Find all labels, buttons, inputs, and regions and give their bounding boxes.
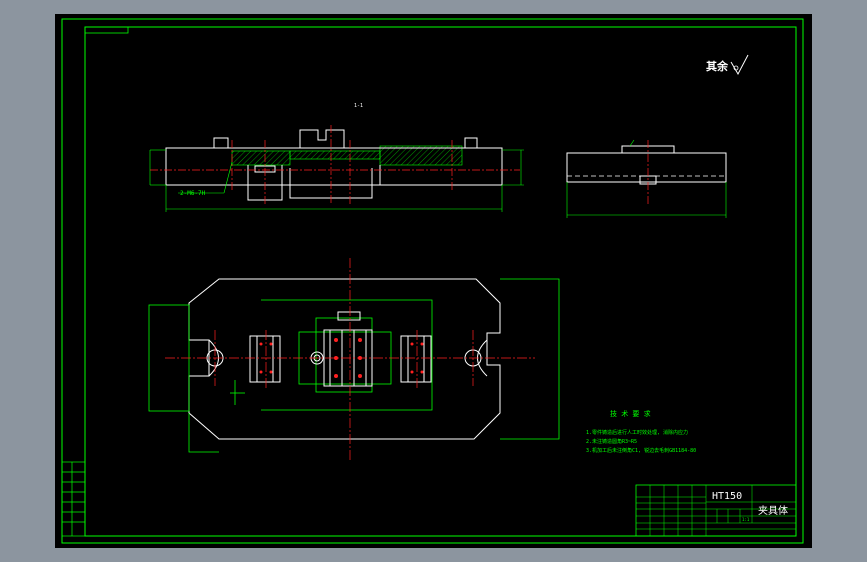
inner-frame (84, 26, 797, 537)
side-view (566, 139, 727, 218)
material-label: HT150 (712, 491, 742, 502)
part-name: 夹具体 (758, 504, 788, 517)
tech-requirements: 技 术 要 求 1.零件铸造后进行人工时效处理, 消除内应力 2.未注铸造圆角R… (586, 409, 696, 454)
tech-requirement-2: 2.未注铸造圆角R3~R5 (586, 438, 637, 445)
corner-code-box (84, 26, 129, 34)
roughness-symbol-icon (730, 54, 749, 76)
front-section-view: 2-M6-7H (149, 125, 524, 212)
sheet-background (55, 14, 812, 548)
section-label: 1-1 (354, 103, 363, 109)
roughness-note-text: 其余 (706, 59, 729, 73)
outer-frame (61, 18, 804, 544)
hole-callout: 2-M6-7H (180, 190, 206, 197)
tech-requirement-3: 3.机加工后未注倒角C1, 锐边去毛刺GB1184-80 (586, 447, 696, 454)
roughness-note: 其余 (706, 54, 749, 76)
title-block: HT150 夹具体 1:1 (635, 484, 797, 537)
tech-requirements-title: 技 术 要 求 (610, 409, 651, 418)
scale-label: 1:1 (742, 517, 750, 522)
tech-requirement-1: 1.零件铸造后进行人工时效处理, 消除内应力 (586, 429, 688, 436)
binding-strip (61, 461, 86, 537)
plan-view (148, 258, 560, 462)
